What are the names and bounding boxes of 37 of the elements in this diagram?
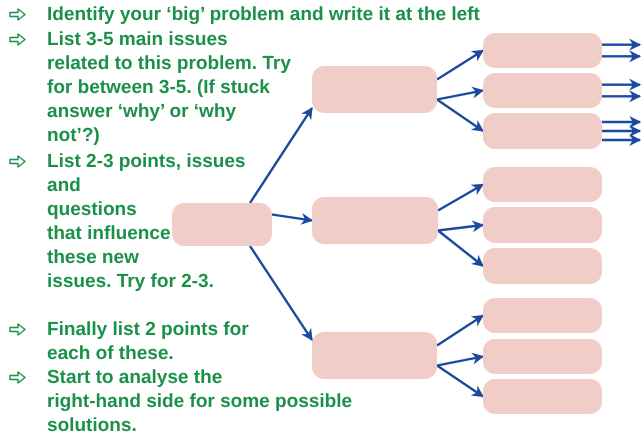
arrow xyxy=(436,49,484,81)
blank-box xyxy=(312,197,438,244)
blank-box xyxy=(483,248,602,284)
blank-box xyxy=(483,167,602,202)
arrow xyxy=(602,116,642,128)
instruction-text: Identify your ‘big’ problem and write it at the left xyxy=(47,3,481,27)
blank-box xyxy=(483,73,602,108)
arrow xyxy=(249,107,313,204)
arrow xyxy=(602,125,642,137)
arrow xyxy=(436,98,484,132)
arrow xyxy=(436,86,484,101)
blank-box xyxy=(483,298,602,333)
blank-box xyxy=(312,66,437,113)
arrow xyxy=(436,314,484,346)
arrow xyxy=(602,50,642,62)
arrow xyxy=(437,183,484,212)
blank-box xyxy=(483,113,602,149)
blank-box xyxy=(483,379,602,414)
blank-box xyxy=(483,339,602,374)
instruction-text: Start to analyse the right-hand side for some possible solutions. xyxy=(47,366,354,434)
arrow xyxy=(438,220,484,232)
arrow xyxy=(436,352,484,367)
arrow xyxy=(602,134,642,146)
arrow xyxy=(602,90,642,102)
arrow xyxy=(249,245,313,341)
blank-box xyxy=(312,332,437,379)
blank-box xyxy=(172,203,272,246)
arrow xyxy=(437,230,484,267)
instruction-text: Finally list 2 points for each of these. xyxy=(47,318,250,366)
arrow xyxy=(436,364,484,398)
instruction-text: List 2-3 points, issues and questions that influence these new issues. Try for 2-3. xyxy=(47,150,246,294)
arrow xyxy=(272,212,314,225)
instruction-text: List 3-5 main issues related to this problem. Try for between 3-5. (If stuck answer ‘why’ or ‘why not’?) xyxy=(47,28,292,148)
blank-box xyxy=(483,33,602,68)
arrow xyxy=(602,78,642,91)
arrow xyxy=(602,38,642,51)
blank-box xyxy=(483,207,602,243)
